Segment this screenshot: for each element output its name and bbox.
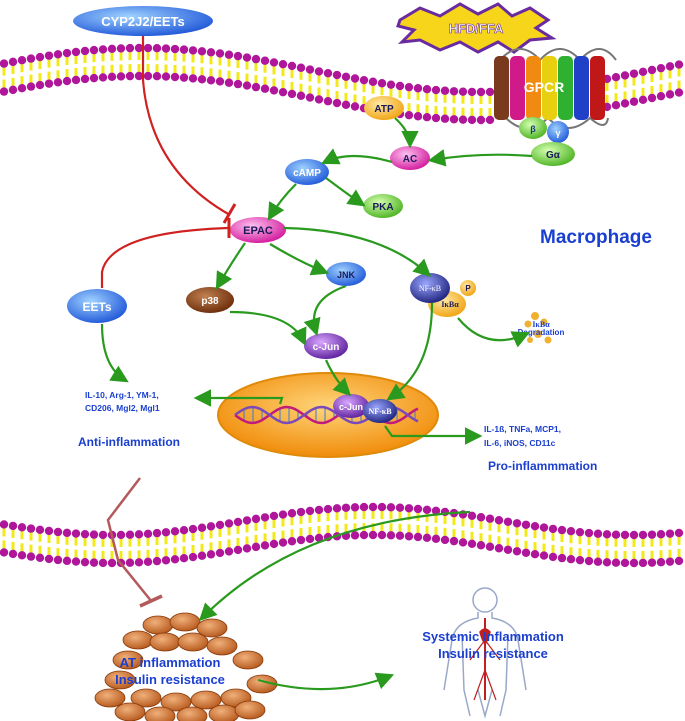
epac-label: EPAC — [243, 225, 273, 237]
svg-text:P: P — [465, 284, 471, 293]
inhibition-arrows — [100, 36, 237, 608]
macrophage-title: Macrophage — [540, 227, 652, 248]
svg-text:γ: γ — [555, 128, 560, 138]
eets-label: EETs — [82, 300, 111, 314]
cjun-label: c-Jun — [313, 342, 340, 353]
cyp2j2-label: CYP2J2/EETs — [101, 14, 185, 29]
svg-text:β: β — [530, 124, 536, 134]
nucleus: c-Jun NF-κB — [217, 372, 439, 458]
nucleus-cjun-label: c-Jun — [339, 402, 363, 412]
ikba-degradation: IκBα Degradation — [518, 312, 565, 344]
human-body-figure — [443, 587, 527, 719]
at-inflammation-label: AT inflammation — [120, 655, 221, 670]
cjun-node — [304, 333, 348, 359]
ikba-deg-label-1: IκBα — [532, 320, 550, 329]
ac-label: AC — [403, 154, 417, 165]
pro-inflammation-label: Pro-inflammmation — [488, 459, 597, 473]
gpcr-label: GPCR — [524, 79, 564, 95]
ikba-label: IκBα — [441, 300, 459, 309]
cell-membrane-top — [0, 43, 684, 125]
systemic-inflammation-label: Systemic Inflammation — [422, 629, 564, 644]
hfd-ffa-label: HFD/FFA — [449, 21, 504, 36]
eets-node — [67, 289, 127, 323]
pro-genes-line2: IL-6, iNOS, CD11c — [484, 438, 556, 448]
pro-genes-line1: IL-1ß, TNFa, MCP1, — [484, 424, 561, 434]
pka-node — [363, 194, 403, 218]
camp-node — [285, 159, 329, 185]
nfkb-ikba-complex: P IκBα NF-κB — [410, 273, 476, 317]
camp-label: cAMP — [293, 168, 321, 179]
cyp2j2-node — [73, 6, 213, 36]
g-alpha-label: Gα — [546, 150, 561, 161]
p38-label: p38 — [201, 296, 219, 307]
jnk-node — [326, 262, 366, 286]
ikba-deg-label-2: Degradation — [518, 328, 565, 337]
atp-label: ATP — [374, 104, 394, 115]
atp-node — [364, 96, 404, 120]
anti-inflammation-label: Anti-inflammation — [78, 435, 180, 449]
pka-label: PKA — [372, 202, 393, 213]
jnk-label: JNK — [337, 270, 356, 280]
p38-node — [186, 287, 234, 313]
anti-genes-line2: CD206, Mgl2, Mgl1 — [85, 403, 160, 413]
anti-genes-line1: IL-10, Arg-1, YM-1, — [85, 390, 159, 400]
g-protein: β γ Gα — [519, 117, 575, 166]
systemic-insulin-resistance-label: Insulin resistance — [438, 646, 548, 661]
ac-node — [390, 146, 430, 170]
nucleus-nfkb-label: NF-κB — [368, 407, 392, 416]
adipose-tissue — [94, 612, 278, 721]
nfkb-label: NF-κB — [419, 284, 441, 293]
hfd-ffa-star: HFD/FFA — [396, 2, 557, 54]
epac-node — [230, 217, 286, 243]
gpcr-receptor: GPCR — [494, 48, 617, 129]
activation-arrows — [100, 117, 533, 691]
at-insulin-resistance-label: Insulin resistance — [115, 672, 225, 687]
